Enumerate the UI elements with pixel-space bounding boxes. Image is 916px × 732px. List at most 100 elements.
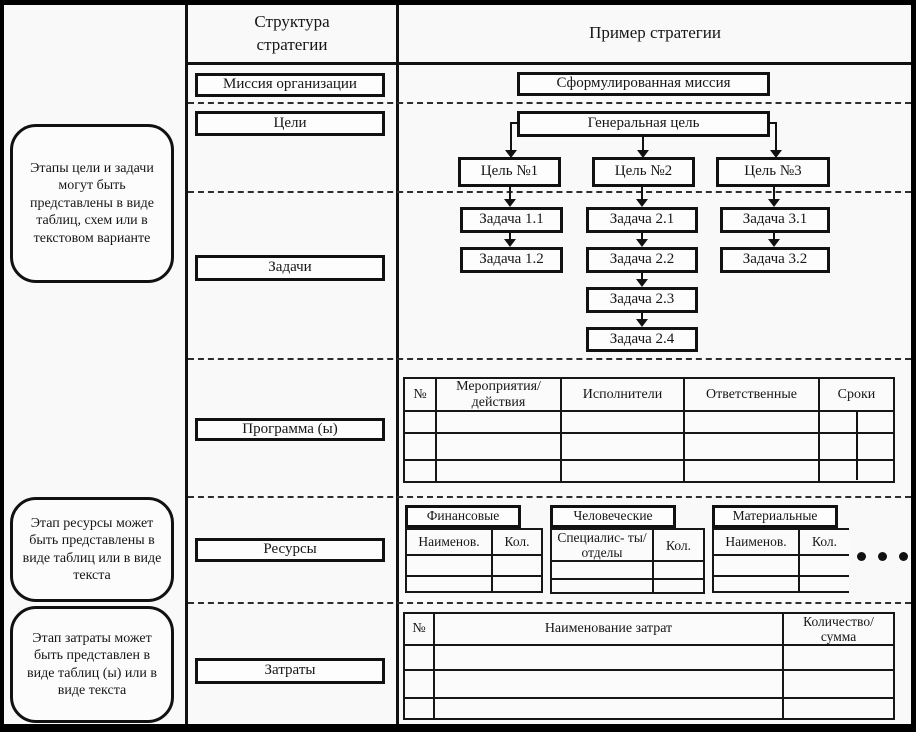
flow-box-task-2-2: Задача 2.2 xyxy=(586,247,698,273)
resource-label-human-text: Человеческие xyxy=(573,508,653,524)
arrow-down-icon xyxy=(768,233,780,247)
structure-box-resources-label: Ресурсы xyxy=(263,541,317,558)
empty-cell xyxy=(782,697,895,721)
note-costs: Этап затраты может быть представлен в ви… xyxy=(10,606,174,723)
structure-box-costs: Затраты xyxy=(195,658,385,684)
financial-qty-col: Кол. xyxy=(491,528,543,556)
empty-cell xyxy=(560,459,685,484)
flow-box-task-1-1-label: Задача 1.1 xyxy=(479,211,544,228)
structure-box-mission: Миссия организации xyxy=(195,73,385,97)
empty-cell xyxy=(782,644,895,672)
dashed-divider-tasks xyxy=(188,358,911,360)
outer-border-top xyxy=(0,0,916,5)
empty-cell xyxy=(712,575,800,593)
connector-right-stub xyxy=(769,122,777,124)
empty-cell xyxy=(652,578,705,595)
table-row xyxy=(403,432,895,462)
table-row xyxy=(405,554,543,577)
empty-cell xyxy=(550,560,654,581)
column-header-example-label: Пример стратегии xyxy=(589,23,721,43)
program-col-deadlines: Сроки xyxy=(818,376,895,413)
material-name-col: Наименов. xyxy=(712,528,800,556)
arrow-down-icon xyxy=(636,233,648,247)
empty-cell xyxy=(433,669,784,700)
flow-box-general-goal: Генеральная цель xyxy=(517,111,770,137)
flow-box-task-2-2-label: Задача 2.2 xyxy=(609,251,675,268)
table-row xyxy=(403,644,895,672)
ellipsis-dot xyxy=(899,552,908,561)
flow-box-task-2-4: Задача 2.4 xyxy=(586,327,698,352)
note-goals-tasks-text: Этапы цели и задачи могут быть представл… xyxy=(30,161,154,246)
empty-cell xyxy=(403,697,435,721)
empty-cell xyxy=(403,644,435,672)
flow-box-task-1-1: Задача 1.1 xyxy=(460,207,563,233)
empty-cell xyxy=(403,432,437,462)
empty-cell xyxy=(403,459,437,484)
note-resources: Этап ресурсы может быть представлены в в… xyxy=(10,497,174,602)
flow-box-goal-3-label: Цель №3 xyxy=(744,163,802,180)
table-row xyxy=(712,554,849,577)
table-row xyxy=(403,459,895,484)
flow-box-task-2-1-label: Задача 2.1 xyxy=(609,211,675,228)
empty-cell xyxy=(403,410,437,435)
outer-border-right xyxy=(911,0,916,732)
ellipsis-dot xyxy=(878,552,887,561)
flow-box-general-goal-label: Генеральная цель xyxy=(587,115,700,132)
empty-cell xyxy=(798,554,849,577)
table-row xyxy=(550,578,705,595)
resource-label-human: Человеческие xyxy=(550,505,676,528)
structure-box-goals-label: Цели xyxy=(273,114,307,131)
empty-cell xyxy=(683,410,820,435)
costs-col-qty: Количество/ сумма xyxy=(782,611,895,647)
empty-cell xyxy=(491,554,543,577)
program-table-header-row: № Мероприятия/ действия Исполнители Отве… xyxy=(403,376,895,413)
resource-label-financial: Финансовые xyxy=(405,505,521,528)
connector-left-stub xyxy=(510,122,518,124)
dashed-divider-program xyxy=(188,496,911,498)
empty-cell xyxy=(652,560,705,581)
empty-cell xyxy=(683,459,820,484)
program-col-responsible: Ответственные xyxy=(683,376,820,413)
arrow-down-icon xyxy=(636,187,648,207)
costs-table: № Наименование затрат Количество/ сумма xyxy=(403,611,895,721)
arrow-down-icon xyxy=(505,142,517,158)
empty-cell xyxy=(782,669,895,700)
dashed-divider-resources xyxy=(188,602,911,604)
flow-box-goal-1-label: Цель №1 xyxy=(480,163,539,180)
human-resources-table: Специалис- ты/отделы Кол. xyxy=(550,527,705,595)
resource-label-material-text: Материальные xyxy=(732,508,818,524)
column-header-example: Пример стратегии xyxy=(399,5,911,62)
flow-box-task-3-2: Задача 3.2 xyxy=(720,247,830,273)
empty-cell xyxy=(433,697,784,721)
outer-border-bottom xyxy=(0,724,916,732)
column-header-structure-label: Структура стратегии xyxy=(254,11,330,54)
table-header-row: Наименов. Кол. xyxy=(712,528,849,556)
connector-right-drop xyxy=(775,122,777,150)
financial-name-col: Наименов. xyxy=(405,528,493,556)
empty-cell xyxy=(560,432,685,462)
empty-cell xyxy=(405,554,493,577)
empty-cell xyxy=(435,459,562,484)
arrow-down-icon xyxy=(636,313,648,327)
costs-col-name: Наименование затрат xyxy=(433,611,784,647)
empty-cell xyxy=(405,575,493,593)
material-resources-table: Наименов. Кол. xyxy=(712,528,849,593)
human-name-col: Специалис- ты/отделы xyxy=(550,527,654,563)
table-row xyxy=(405,575,543,593)
resource-label-material: Материальные xyxy=(712,505,838,528)
table-header-row: Наименов. Кол. xyxy=(405,528,543,556)
flow-box-task-3-1-label: Задача 3.1 xyxy=(742,211,808,228)
material-qty-col: Кол. xyxy=(798,528,849,556)
flow-box-task-3-2-label: Задача 3.2 xyxy=(742,251,808,268)
program-table: № Мероприятия/ действия Исполнители Отве… xyxy=(403,376,895,484)
financial-resources-table: Наименов. Кол. xyxy=(405,528,543,593)
outer-border-left xyxy=(0,0,4,732)
program-col-executors: Исполнители xyxy=(560,376,685,413)
structure-box-resources: Ресурсы xyxy=(195,538,385,562)
flow-box-mission-label: Сформулированная миссия xyxy=(556,75,731,92)
column-divider-right xyxy=(396,5,399,724)
arrow-down-icon xyxy=(504,233,516,247)
structure-box-tasks: Задачи xyxy=(195,255,385,281)
flow-box-task-1-2: Задача 1.2 xyxy=(460,247,563,273)
